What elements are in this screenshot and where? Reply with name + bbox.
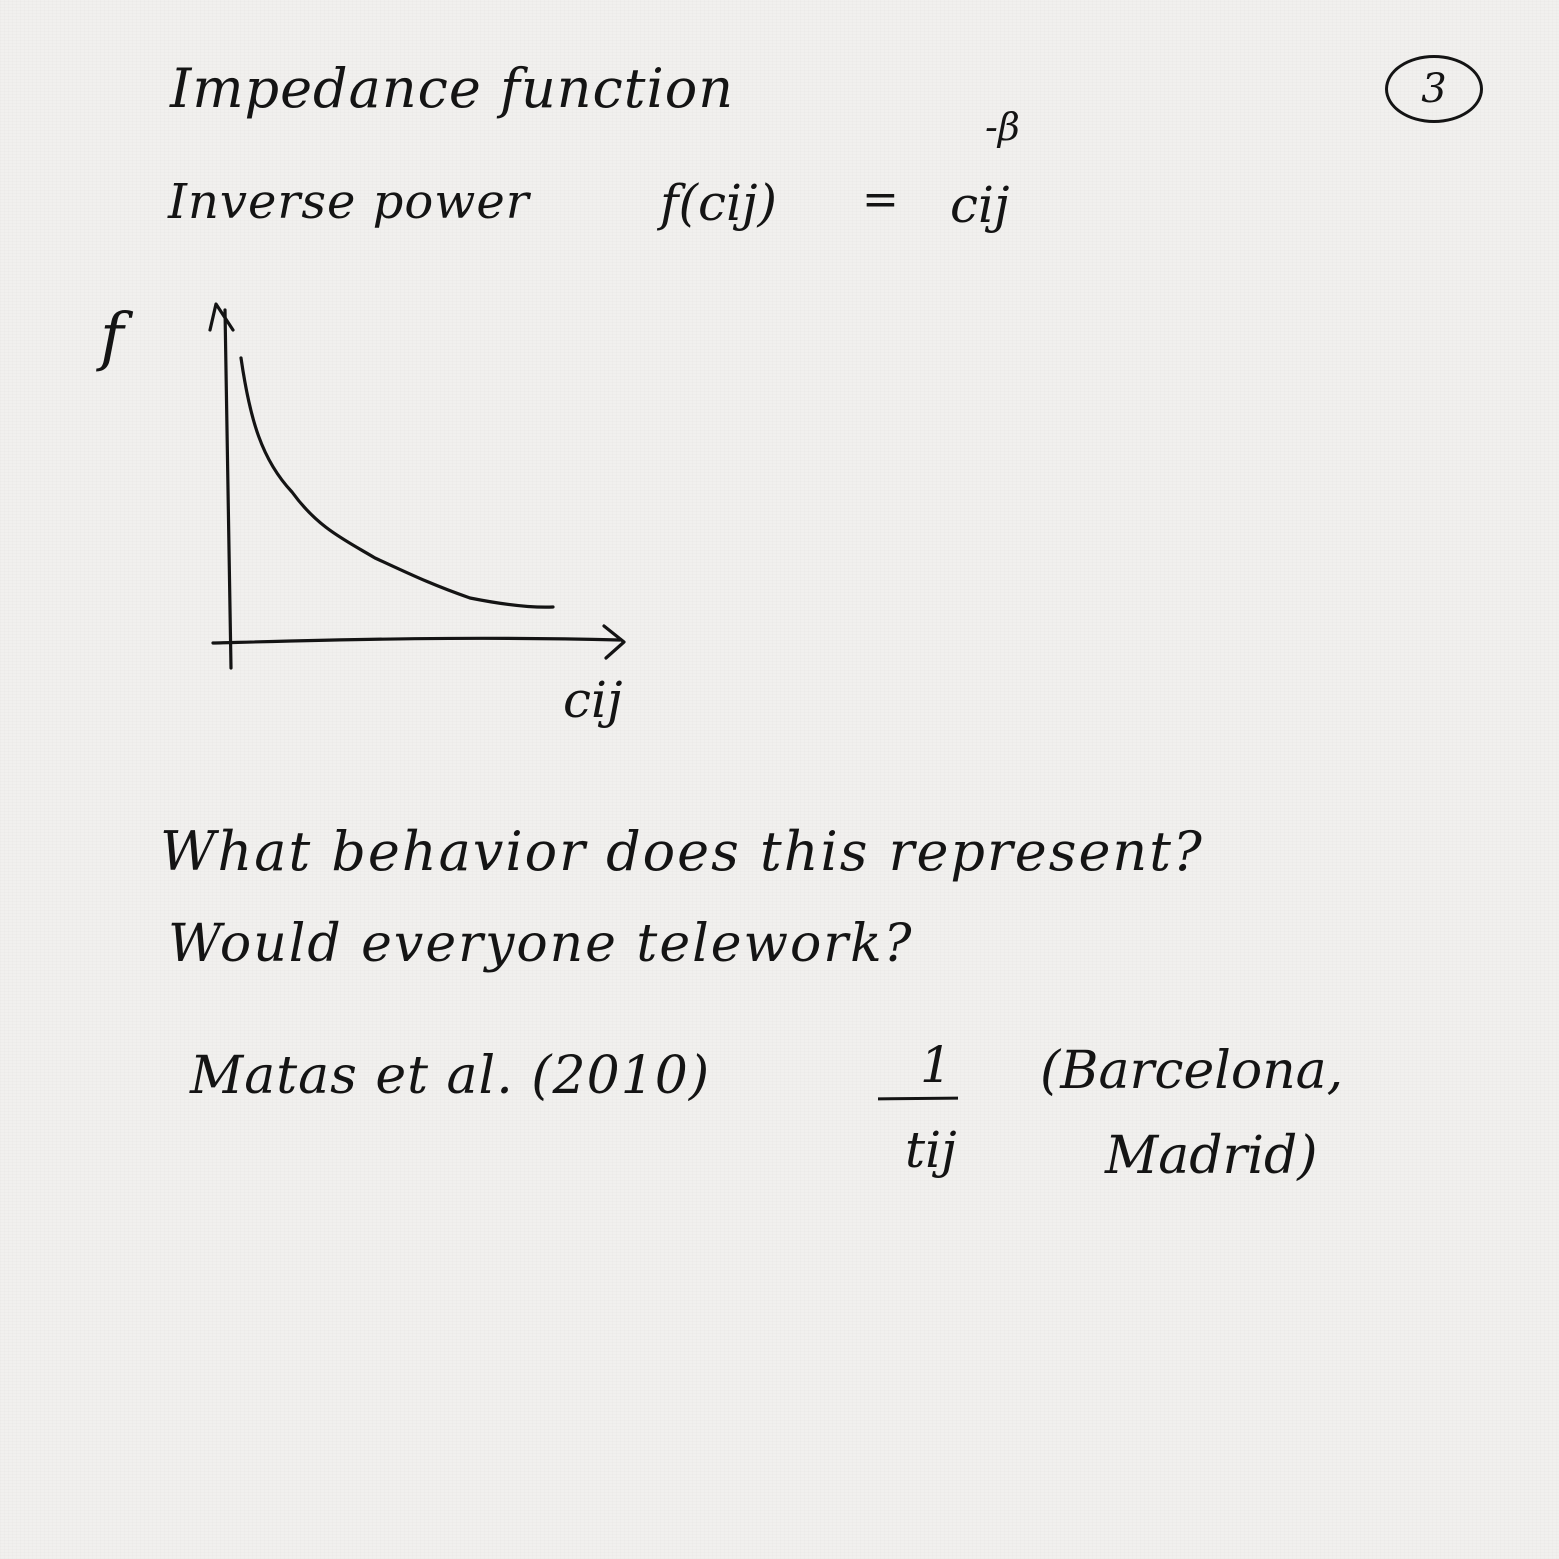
y-axis [223,308,233,670]
y-axis-arrowhead [208,302,235,332]
question-behavior: What behavior does this represent? [160,820,1204,883]
reference-cities-line2: Madrid) [1105,1126,1318,1186]
fraction-denominator: tij [905,1121,957,1179]
reference-cities-line1: (Barcelona, [1040,1041,1344,1101]
formula-exponent: -β [985,105,1020,149]
y-axis-label: f [100,300,124,374]
formula-base: cij [950,176,1010,234]
x-axis-label: cij [563,671,623,729]
page-title: Impedance function [170,57,735,120]
decay-curve [239,356,555,609]
reference-citation: Matas et al. (2010) [190,1046,711,1106]
question-telework: Would everyone telework? [168,914,914,974]
x-axis-arrowhead [602,624,626,660]
fraction-bar [877,1096,959,1101]
fraction-numerator: 1 [920,1036,952,1094]
page-number: 3 [1421,66,1447,112]
x-axis [211,636,622,645]
function-type-label: Inverse power [168,174,530,230]
formula-equals: = [862,174,899,225]
formula-lhs: f(cij) [660,174,778,232]
page-number-circle: 3 [1385,55,1483,123]
